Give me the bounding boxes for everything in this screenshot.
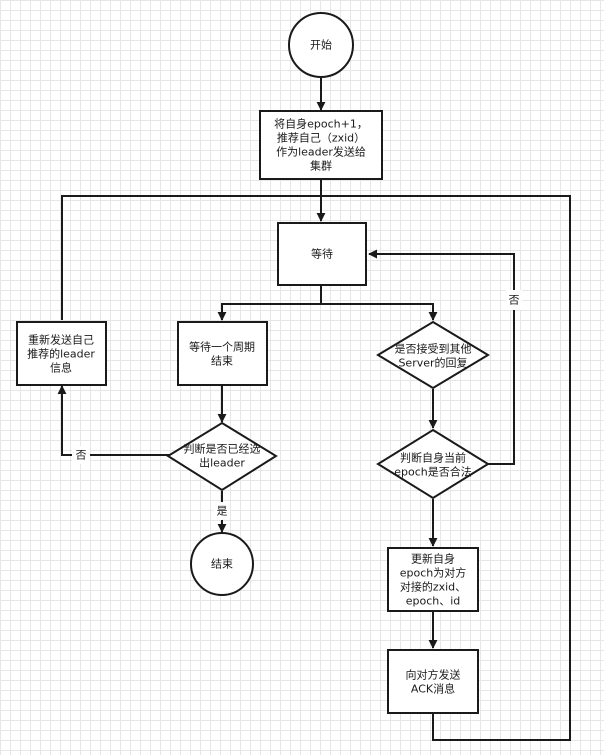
node-leader-elected-text-line: 出leader (199, 456, 245, 470)
node-wait-period-text: 等待一个周期结束 (189, 340, 255, 368)
edge-wait-to-wait-period (217, 286, 322, 321)
node-update-text-line: 更新自身 (411, 552, 455, 566)
node-wait-text-line: 等待 (311, 247, 333, 261)
node-start-text: 开始 (310, 38, 332, 52)
node-resend-text-line: 信息 (50, 361, 72, 375)
edge-label-no-to-resend-text: 否 (76, 449, 87, 462)
node-leader-elected: 判断是否已经选出leader (166, 421, 278, 492)
node-start: 开始 (288, 12, 354, 78)
node-send-ack-text-line: 向对方发送 (406, 668, 461, 682)
node-send-vote-text-line: 作为leader发送给 (276, 145, 366, 159)
node-wait-period: 等待一个周期结束 (177, 321, 268, 386)
edge-label-no-to-wait: 否 (506, 290, 522, 310)
node-received-check-text-line: 是否接受到其他 (395, 343, 472, 356)
node-send-vote-text-line: 将自身epoch+1， (274, 117, 368, 131)
node-end-text-line: 结束 (211, 558, 233, 571)
node-update-text-line: epoch为对方 (400, 566, 467, 580)
node-wait-period-text-line: 等待一个周期 (189, 340, 255, 354)
edge-epoch-valid-to-wait (368, 249, 515, 465)
node-start-text-line: 开始 (310, 38, 332, 52)
edge-label-yes-to-end: 是 (214, 502, 230, 520)
edge-label-yes-to-end-text: 是 (217, 505, 228, 518)
node-resend-text-line: 重新发送自己 (28, 333, 94, 347)
node-received-check-text-line: Server的回复 (398, 356, 467, 370)
node-leader-elected-text-line: 判断是否已经选 (184, 442, 261, 456)
node-update-text-line: 对接的zxid、 (400, 580, 466, 594)
node-send-vote-text-line: 推荐自己（zxid） (277, 131, 365, 145)
node-epoch-valid-text-line: 判断自身当前 (400, 451, 466, 465)
node-send-vote: 将自身epoch+1，推荐自己（zxid）作为leader发送给集群 (259, 110, 383, 180)
node-epoch-valid-text-line: epoch是否合法 (394, 465, 472, 479)
node-update-text-line: epoch、id (406, 595, 461, 608)
node-leader-elected-text: 判断是否已经选出leader (184, 442, 261, 470)
edge-wait-to-received-check (321, 303, 438, 321)
edges (57, 78, 571, 741)
edge-send-ack-to-wait (321, 195, 571, 741)
edge-leader-elected-to-resend (57, 385, 170, 456)
node-wait: 等待 (277, 222, 367, 286)
node-send-vote-text: 将自身epoch+1，推荐自己（zxid）作为leader发送给集群 (274, 117, 368, 173)
edge-label-no-to-resend: 否 (72, 446, 90, 464)
node-resend-text-line: 推荐的leader (27, 347, 95, 361)
node-wait-text: 等待 (311, 247, 333, 261)
edge-label-no-to-wait-text: 否 (509, 294, 520, 307)
node-end-text: 结束 (211, 558, 233, 571)
node-send-ack-text-line: ACK消息 (411, 682, 455, 696)
edge-resend-to-wait (61, 195, 321, 320)
node-wait-period-text-line: 结束 (211, 355, 233, 368)
node-send-vote-text-line: 集群 (310, 159, 332, 173)
node-end: 结束 (190, 532, 254, 596)
